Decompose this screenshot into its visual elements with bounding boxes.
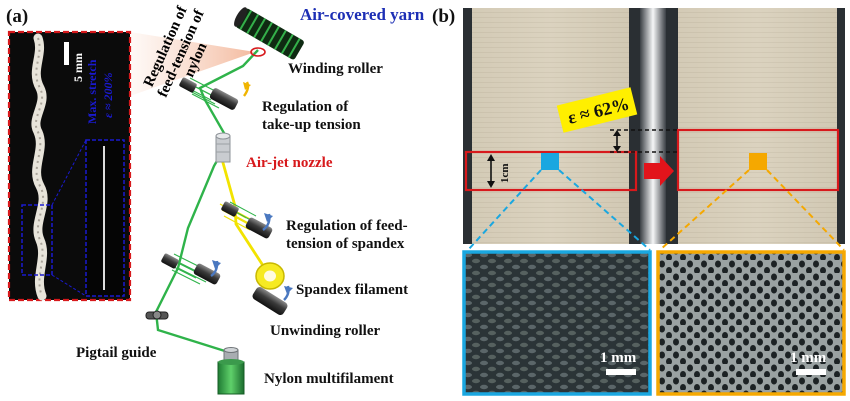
max-stretch-value: ε ≈ 200% — [101, 72, 115, 118]
panel-a-label: (a) — [6, 6, 28, 27]
winding-roller — [234, 7, 304, 60]
gauge-length-label: 1cm — [499, 163, 511, 183]
scale-bar-5mm — [64, 42, 69, 65]
scale-label-right: 1 mm — [790, 350, 827, 366]
magnification-beam — [130, 32, 255, 96]
scale-label-5mm: 5 mm — [71, 53, 85, 82]
scale-label-left: 1 mm — [600, 350, 637, 366]
metal-rail — [640, 8, 666, 244]
label-feed-spandex-line2: tension of spandex — [286, 236, 405, 252]
gauge-box-unstretched — [464, 150, 638, 192]
label-air-covered-yarn: Air-covered yarn — [300, 5, 425, 24]
label-takeup-line2: take-up tension — [262, 117, 361, 133]
panel-b-label: (b) — [432, 6, 455, 27]
label-feed-spandex-line1: Regulation of feed- — [286, 218, 408, 234]
label-takeup-line1: Regulation of — [262, 99, 349, 115]
takeup-tension-rollers — [179, 77, 239, 110]
zoom-source-box — [21, 204, 53, 276]
unwinding-roller — [252, 287, 288, 315]
pigtail-guide — [145, 310, 169, 320]
sample-marker-right — [749, 153, 767, 170]
nylon-multifilament-spool — [217, 347, 245, 395]
winding-rotation-arrow — [243, 81, 250, 97]
spandex-feed-rollers — [219, 201, 273, 239]
label-air-jet-nozzle: Air-jet nozzle — [246, 155, 333, 171]
sample-marker-left — [541, 153, 559, 170]
gauge-box-stretched — [676, 128, 840, 192]
label-spandex-filament: Spandex filament — [296, 282, 409, 298]
label-pigtail-guide: Pigtail guide — [76, 345, 157, 361]
scale-bar-right — [796, 369, 826, 375]
winding-contact-marker — [250, 47, 266, 57]
stretch-direction-arrow — [644, 156, 674, 186]
spandex-filament-spool — [255, 262, 285, 290]
max-stretch-title: Max. stretch — [85, 59, 99, 124]
label-winding-roller: Winding roller — [288, 61, 383, 77]
label-unwinding-roller: Unwinding roller — [270, 323, 381, 339]
air-jet-nozzle — [215, 132, 231, 163]
scale-bar-left — [606, 369, 636, 375]
nylon-feed-rollers — [161, 253, 221, 285]
label-nylon-multifilament: Nylon multifilament — [264, 371, 394, 387]
